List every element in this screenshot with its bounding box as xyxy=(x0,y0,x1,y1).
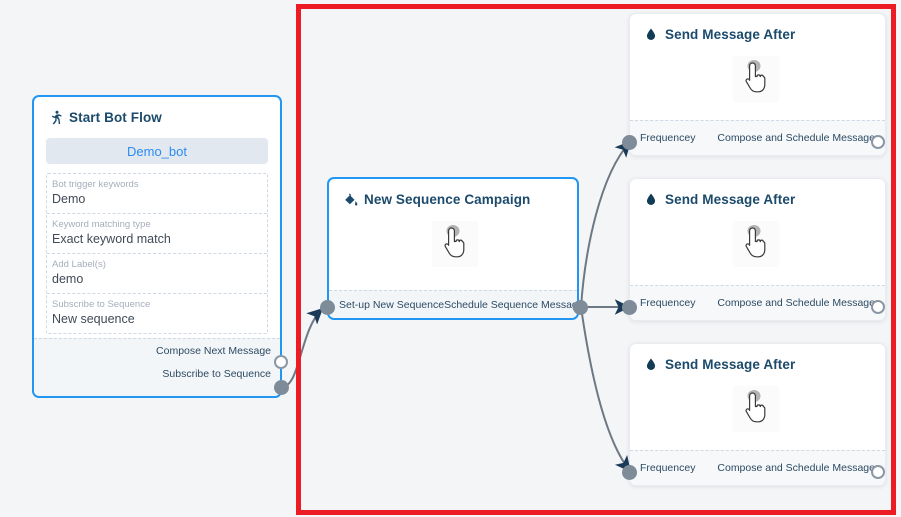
port-label: Compose Next Message xyxy=(156,344,271,357)
field-value: demo xyxy=(52,272,84,286)
start-node-title-row: Start Bot Flow xyxy=(34,97,280,125)
start-node-field-list: Bot trigger keywords Demo Keyword matchi… xyxy=(46,173,268,334)
field-row[interactable]: Add Label(s) demo xyxy=(47,254,267,294)
bot-selector-chip[interactable]: Demo_bot xyxy=(46,138,268,164)
message-node-3-ports: Frequencey Compose and Schedule Message xyxy=(630,450,885,485)
port-label-frequency-1: Frequencey xyxy=(640,132,696,144)
pointing-hand-cursor-icon xyxy=(745,225,766,258)
port-dot-compose-schedule-1[interactable] xyxy=(871,135,885,149)
pointing-hand-cursor-icon xyxy=(745,390,766,423)
start-node-ports: Compose Next Message Subscribe to Sequen… xyxy=(34,338,280,396)
field-label: Keyword matching type xyxy=(52,219,151,230)
running-person-icon xyxy=(48,110,63,125)
field-value: Exact keyword match xyxy=(52,232,171,246)
campaign-node-ports: Set-up New Sequence Schedule Sequence Me… xyxy=(329,290,584,318)
message-node-2-ports: Frequencey Compose and Schedule Message xyxy=(630,285,885,320)
port-label: Subscribe to Sequence xyxy=(162,367,271,380)
port-label-compose-schedule-3: Compose and Schedule Message xyxy=(717,462,875,474)
campaign-body-placeholder xyxy=(432,221,478,267)
port-dot-schedule-sequence-message[interactable] xyxy=(573,300,588,315)
field-row[interactable]: Subscribe to Sequence New sequence xyxy=(47,294,267,333)
node-send-message-after-2[interactable]: Send Message After Frequencey Compose an… xyxy=(629,178,886,321)
port-subscribe-to-sequence[interactable]: Subscribe to Sequence xyxy=(34,362,280,385)
port-dot-compose-next-message[interactable] xyxy=(274,355,288,369)
message-node-3-body-placeholder xyxy=(733,386,779,432)
droplet-icon xyxy=(644,27,659,42)
message-node-1-ports: Frequencey Compose and Schedule Message xyxy=(630,120,885,155)
port-dot-frequency-3[interactable] xyxy=(622,465,637,480)
port-label-frequency-2: Frequencey xyxy=(640,297,696,309)
node-send-message-after-3[interactable]: Send Message After Frequencey Compose an… xyxy=(629,343,886,486)
droplet-icon xyxy=(644,357,659,372)
pointing-hand-cursor-icon xyxy=(444,225,465,258)
field-value: Demo xyxy=(52,192,86,206)
message-node-2-title-row: Send Message After xyxy=(630,179,885,207)
droplet-icon xyxy=(644,192,659,207)
message-node-2-body-placeholder xyxy=(733,221,779,267)
port-label-compose-schedule-1: Compose and Schedule Message xyxy=(717,132,875,144)
campaign-node-title: New Sequence Campaign xyxy=(364,191,531,207)
port-dot-setup-new-sequence[interactable] xyxy=(320,300,335,315)
field-row[interactable]: Bot trigger keywords Demo xyxy=(47,174,267,214)
node-new-sequence-campaign[interactable]: New Sequence Campaign Set-up New Sequenc… xyxy=(327,177,584,320)
field-label: Subscribe to Sequence xyxy=(52,299,151,310)
port-dot-compose-schedule-2[interactable] xyxy=(871,300,885,314)
port-label-compose-schedule-2: Compose and Schedule Message xyxy=(717,297,875,309)
port-compose-next-message[interactable]: Compose Next Message xyxy=(34,339,280,362)
message-node-1-body-placeholder xyxy=(733,56,779,102)
field-value: New sequence xyxy=(52,312,135,326)
start-node-title: Start Bot Flow xyxy=(69,109,162,125)
message-node-3-title-row: Send Message After xyxy=(630,344,885,372)
field-label: Add Label(s) xyxy=(52,259,106,270)
port-label-schedule-sequence-message: Schedule Sequence Message xyxy=(444,298,584,311)
port-dot-subscribe-to-sequence[interactable] xyxy=(274,380,289,395)
field-row[interactable]: Keyword matching type Exact keyword matc… xyxy=(47,214,267,254)
node-start-bot-flow[interactable]: Start Bot Flow Demo_bot Bot trigger keyw… xyxy=(32,95,282,398)
message-node-1-title: Send Message After xyxy=(665,26,796,42)
campaign-node-title-row: New Sequence Campaign xyxy=(329,179,577,207)
port-dot-frequency-1[interactable] xyxy=(622,135,637,150)
pointing-hand-cursor-icon xyxy=(745,60,766,93)
message-node-2-title: Send Message After xyxy=(665,191,796,207)
node-send-message-after-1[interactable]: Send Message After Frequencey Compose an… xyxy=(629,13,886,156)
port-label-setup-new-sequence: Set-up New Sequence xyxy=(339,298,445,311)
port-label-frequency-3: Frequencey xyxy=(640,462,696,474)
field-label: Bot trigger keywords xyxy=(52,179,139,190)
paint-pour-icon xyxy=(343,192,358,207)
port-dot-frequency-2[interactable] xyxy=(622,300,637,315)
message-node-3-title: Send Message After xyxy=(665,356,796,372)
message-node-1-title-row: Send Message After xyxy=(630,14,885,42)
port-dot-compose-schedule-3[interactable] xyxy=(871,465,885,479)
